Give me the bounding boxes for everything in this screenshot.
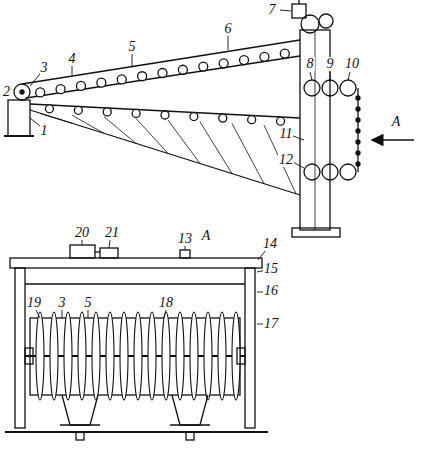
view-letter: A xyxy=(201,229,212,243)
callout-number: 4 xyxy=(68,52,77,66)
callout-number: 16 xyxy=(263,284,279,298)
gearbox xyxy=(100,248,118,258)
callout-number: 13 xyxy=(177,232,193,246)
callout-number: 9 xyxy=(326,57,335,71)
callout-number: 20 xyxy=(74,226,90,240)
callout-number: 5 xyxy=(84,296,93,310)
callout-number: 3 xyxy=(40,61,49,75)
right-post xyxy=(245,268,255,428)
callout-number: 5 xyxy=(128,40,137,54)
left-post xyxy=(15,268,25,428)
callout-number: 12 xyxy=(278,153,294,167)
callout-number: 19 xyxy=(26,296,42,310)
view-arrow xyxy=(372,139,414,141)
callout-number: 1 xyxy=(40,124,49,138)
callout-number: 10 xyxy=(344,57,360,71)
callout-number: 3 xyxy=(58,296,67,310)
top-beam xyxy=(10,258,262,268)
motor xyxy=(70,245,95,258)
callout-number: 14 xyxy=(262,237,278,251)
tower-base xyxy=(292,228,340,237)
callout-number: 6 xyxy=(224,22,233,36)
callout-number: 8 xyxy=(306,57,315,71)
callout-number: 2 xyxy=(2,85,11,99)
callout-number: 15 xyxy=(263,262,279,276)
drive-motor xyxy=(292,4,306,18)
left-support xyxy=(8,100,30,136)
callout-number: 17 xyxy=(263,317,279,331)
callout-number: 7 xyxy=(268,3,277,17)
leg xyxy=(172,395,208,425)
leg xyxy=(62,395,98,425)
callout-number: 18 xyxy=(158,296,174,310)
callout-number: 11 xyxy=(279,127,294,141)
view-letter: A xyxy=(391,115,402,129)
leader-lines xyxy=(30,10,350,324)
callout-number: 21 xyxy=(104,226,120,240)
